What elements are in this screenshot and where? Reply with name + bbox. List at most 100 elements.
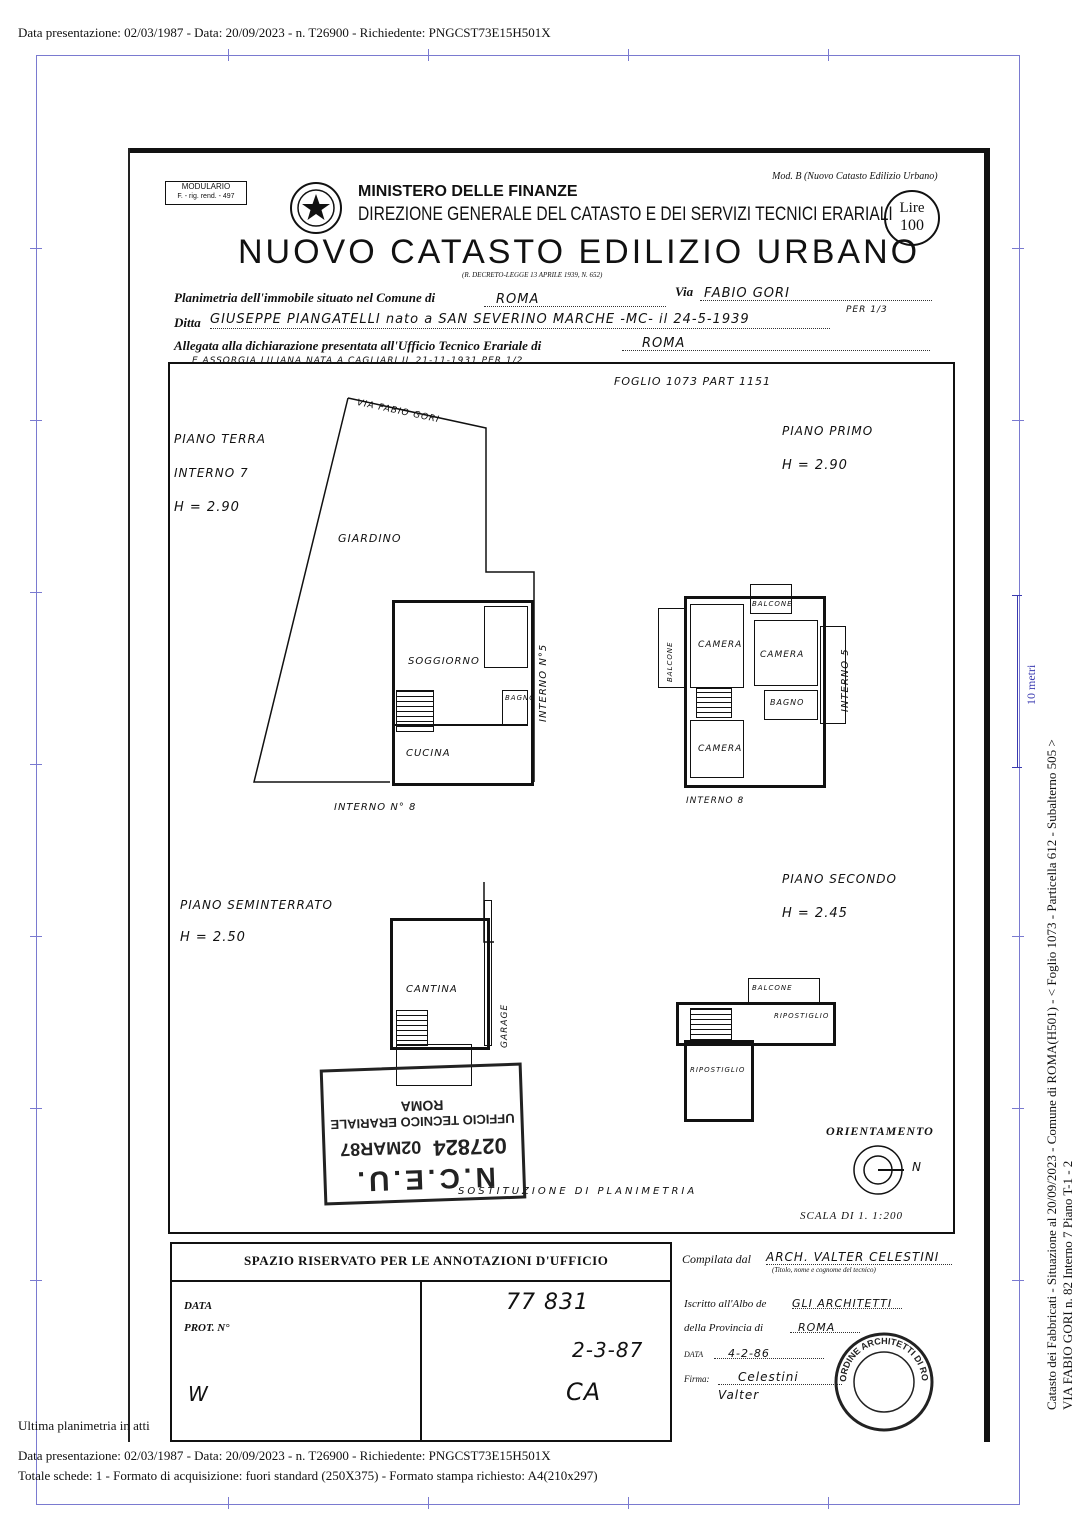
bagno-label: BAGNO	[770, 698, 805, 707]
piano-secondo-title: PIANO SECONDO	[782, 872, 897, 886]
frame-tick	[30, 248, 42, 249]
piano-terra-title: PIANO TERRA	[174, 432, 267, 446]
h-terra-label: H = 2.90	[174, 500, 240, 515]
soggiorno-label: SOGGIORNO	[408, 656, 480, 667]
h-semi-label: H = 2.50	[180, 930, 246, 945]
firma-line: Celestini Valter	[718, 1368, 842, 1402]
sheet-left-border	[128, 148, 130, 1442]
iscritto-value: GLI ARCHITETTI	[792, 1297, 893, 1310]
office-prot-label: PROT. N°	[184, 1322, 230, 1334]
provincia-line: ROMA	[790, 1318, 860, 1334]
header-line: Data presentazione: 02/03/1987 - Data: 2…	[18, 25, 551, 40]
frame-tick	[30, 764, 42, 765]
compilata-sub: (Titolo, nome e cognome del tecnico)	[772, 1266, 876, 1274]
stamp-number-row: 027824 02MAR87	[325, 1132, 522, 1165]
frame-tick	[1012, 1108, 1024, 1109]
h-primo-label: H = 2.90	[782, 458, 848, 473]
basement-stairs	[396, 1010, 428, 1046]
interno-5-label: INTERNO N°5	[538, 643, 549, 722]
office-box-divider	[170, 1280, 670, 1282]
emblem-icon	[288, 180, 344, 236]
firma-value: Celestini Valter	[718, 1370, 799, 1402]
basement-cantina-2	[396, 1044, 472, 1086]
giardino-label: GIARDINO	[338, 532, 402, 545]
compass-icon	[850, 1142, 906, 1198]
sheet-right-border	[984, 148, 990, 1442]
mod-b-label: Mod. B (Nuovo Catasto Edilizio Urbano)	[772, 171, 938, 182]
last-plan-label: Ultima planimetria in atti	[18, 1418, 150, 1433]
interno-5b-label: INTERNO 5	[840, 648, 851, 712]
stamp-number: 027824	[432, 1133, 508, 1161]
basement-wall	[484, 900, 492, 1046]
north-label: N	[912, 1160, 922, 1174]
tech-data-line: 4-2-86	[714, 1344, 824, 1360]
first-camera-3	[690, 720, 744, 778]
office-note-2: 2-3-87	[572, 1338, 644, 1362]
iscritto-label: Iscritto all'Albo de	[684, 1298, 767, 1310]
footer-line-1: Data presentazione: 02/03/1987 - Data: 2…	[18, 1448, 551, 1463]
page-frame	[36, 55, 1020, 1505]
architect-seal: ORDINE ARCHITETTI DI ROMA	[828, 1322, 936, 1434]
seal-graphic: ORDINE ARCHITETTI DI ROMA	[828, 1322, 934, 1432]
tech-data-label: DATA	[684, 1350, 704, 1359]
frame-tick	[428, 1497, 429, 1509]
piano-primo-title: PIANO PRIMO	[782, 424, 874, 438]
form-title: NUOVO CATASTO EDILIZIO URBANO	[238, 233, 921, 271]
scale-bar	[1017, 595, 1018, 767]
frame-tick	[30, 1108, 42, 1109]
comune-line: ROMA	[484, 290, 666, 307]
office-note-3: CA	[566, 1378, 602, 1406]
sheet-top-border	[128, 148, 990, 153]
frame-tick	[30, 420, 42, 421]
ground-bagno-label: BAGNO	[505, 694, 536, 702]
balcone-label-c: BALCONE	[752, 984, 793, 992]
office-data-label: DATA	[184, 1300, 213, 1312]
reserved-title: SPAZIO RISERVATO PER LE ANNOTAZIONI D'UF…	[244, 1253, 609, 1268]
frame-tick	[428, 49, 429, 61]
footer-line-2: Totale schede: 1 - Formato di acquisizio…	[18, 1468, 598, 1483]
scale-bar-cap	[1012, 595, 1022, 596]
frame-tick	[1012, 936, 1024, 937]
co-owner-line: E ASSORGIA LILIANA NATA A CAGLIARI IL 21…	[192, 356, 524, 366]
modulario-box: MODULARIO F. - rig. rend. - 497	[165, 181, 247, 205]
seal-text: ORDINE ARCHITETTI DI ROMA	[828, 1322, 930, 1382]
camera-label-a: CAMERA	[698, 640, 743, 650]
frame-tick	[30, 1280, 42, 1281]
frame-tick	[30, 936, 42, 937]
via-label: Via	[675, 284, 694, 299]
via-value: FABIO GORI	[704, 286, 790, 301]
compilata-value: ARCH. VALTER CELESTINI	[766, 1250, 940, 1264]
camera-label-c: CAMERA	[698, 744, 743, 754]
ministry-title: MINISTERO DELLE FINANZE	[358, 183, 578, 200]
frame-tick	[1012, 1280, 1024, 1281]
allegata-line: ROMA	[622, 334, 930, 351]
office-box	[170, 1242, 672, 1442]
ripostiglio-label-b: RIPOSTIGLIO	[690, 1066, 746, 1074]
ditta-line: GIUSEPPE PIANGATELLI nato a SAN SEVERINO…	[210, 310, 830, 329]
frame-tick	[228, 49, 229, 61]
cucina-label: CUCINA	[406, 748, 451, 759]
sostituzione-label: SOSTITUZIONE DI PLANIMETRIA	[458, 1186, 698, 1197]
iscritto-line: GLI ARCHITETTI	[792, 1294, 902, 1310]
frame-tick	[828, 49, 829, 61]
drawing-area	[168, 362, 955, 1234]
ground-hall	[484, 606, 528, 668]
lire-label: Lire	[899, 200, 925, 216]
allegata-label: Allegata alla dichiarazione presentata a…	[174, 338, 542, 353]
svg-text:ORDINE ARCHITETTI DI ROMA: ORDINE ARCHITETTI DI ROMA	[832, 1330, 930, 1382]
first-bath	[764, 690, 818, 720]
scale-label: 10 metri	[1024, 664, 1038, 705]
ground-partition	[392, 724, 528, 726]
first-neighbour-wall	[820, 626, 846, 724]
ripostiglio-label-a: RIPOSTIGLIO	[774, 1012, 830, 1020]
sidebar-line-1: Catasto dei Fabbricati - Situazione al 2…	[1044, 739, 1059, 1410]
interno-8-label-b: INTERNO 8	[686, 796, 745, 806]
stamp-date: 02MAR87	[339, 1137, 422, 1160]
provincia-value: ROMA	[798, 1321, 836, 1334]
via-line: FABIO GORI	[700, 284, 932, 301]
frame-tick	[628, 1497, 629, 1509]
camera-label-b: CAMERA	[760, 650, 805, 660]
modulario-code: F. - rig. rend. - 497	[177, 193, 235, 200]
stamp-content: N.C.E.U. 027824 02MAR87 UFFICIO TECNICO …	[323, 1066, 523, 1203]
first-stairs	[696, 688, 732, 718]
